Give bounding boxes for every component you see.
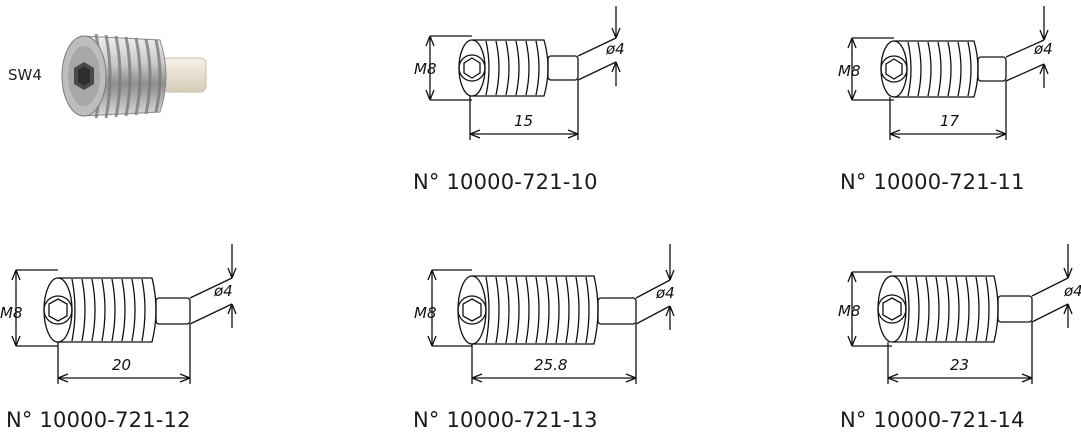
wrench-size-label: SW4: [8, 66, 42, 84]
thread-label: M8: [838, 302, 861, 320]
part-number-caption: N° 10000-721-10: [413, 170, 598, 194]
product-photo: SW4: [0, 0, 230, 140]
part-drawing-14: M8 ø4 23: [838, 228, 1081, 398]
part-drawing-11: M8 ø4 17: [838, 0, 1078, 160]
thread-label: M8: [414, 60, 437, 78]
thread-label: M8: [0, 304, 23, 322]
length-label: 17: [940, 112, 960, 130]
part-number-caption: N° 10000-721-13: [413, 408, 598, 432]
thread-label: M8: [838, 62, 861, 80]
length-label: 20: [112, 356, 131, 374]
set-screw-photo: [61, 33, 207, 119]
part-drawing-12: M8 ø4 20: [0, 228, 260, 398]
length-label: 15: [514, 112, 533, 130]
part-number-caption: N° 10000-721-11: [840, 170, 1025, 194]
length-label: 23: [950, 356, 969, 374]
diameter-label: ø4: [1033, 40, 1053, 58]
thread-label: M8: [414, 304, 437, 322]
diameter-label: ø4: [1063, 282, 1081, 300]
length-label: 25.8: [534, 356, 567, 374]
diameter-label: ø4: [213, 282, 233, 300]
diameter-label: ø4: [605, 40, 625, 58]
diameter-label: ø4: [655, 284, 675, 302]
part-drawing-13: M8 ø4 25.8: [410, 228, 680, 398]
part-number-caption: N° 10000-721-14: [840, 408, 1025, 432]
part-drawing-10: M8 ø4 15: [410, 0, 650, 160]
part-number-caption: N° 10000-721-12: [6, 408, 191, 432]
